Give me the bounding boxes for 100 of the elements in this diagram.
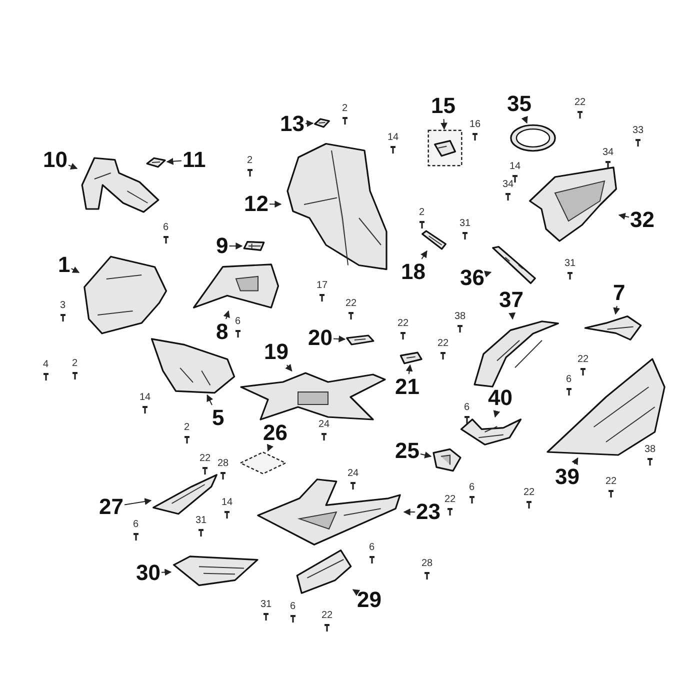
leader-line — [285, 364, 292, 372]
leader-line — [521, 116, 528, 124]
part-number: 2 — [184, 422, 190, 433]
part-number: 4 — [43, 359, 49, 370]
callout-number: 40 — [488, 386, 512, 410]
part-number: 6 — [290, 601, 296, 612]
callout-number: 29 — [357, 588, 382, 612]
leader-line — [420, 452, 432, 458]
part-number: 28 — [422, 558, 433, 569]
part-number: 34 — [602, 147, 614, 158]
rear-cover-drawing — [460, 418, 522, 446]
leader-line — [618, 212, 630, 220]
part-number: 6 — [369, 542, 375, 553]
part-number: 38 — [454, 311, 466, 322]
leader-line — [166, 158, 182, 165]
leader-line — [161, 568, 172, 576]
part-number: 22 — [444, 494, 456, 505]
leader-line — [352, 589, 360, 596]
tail-light-drawing — [432, 448, 462, 472]
trim-piece-drawing — [243, 240, 265, 252]
part-number: 34 — [502, 179, 514, 190]
part-number: 6 — [464, 402, 470, 413]
leader-line — [333, 335, 346, 342]
callout-number: 35 — [507, 92, 532, 116]
front-panel-drawing — [192, 262, 280, 310]
part-number: 6 — [469, 482, 475, 493]
floor-mat-drawing — [238, 372, 388, 422]
leader-line — [124, 498, 152, 506]
callout-number: 39 — [555, 465, 580, 489]
leader-line — [68, 162, 78, 170]
part-number: 16 — [470, 119, 481, 130]
lid-drawing — [240, 452, 286, 474]
part-number: 22 — [322, 610, 333, 621]
part-number: 22 — [606, 476, 617, 487]
leader-line — [406, 364, 413, 374]
callout-number: 9 — [216, 234, 228, 258]
part-number: 33 — [632, 125, 644, 136]
leader-line — [420, 250, 428, 260]
clip-drawing — [314, 118, 330, 128]
part-number: 14 — [388, 132, 399, 143]
callout-number: 12 — [244, 192, 268, 216]
part-number: 6 — [566, 374, 572, 385]
side-cover-drawing — [545, 357, 667, 457]
callout-number: 23 — [416, 500, 440, 524]
part-number: 14 — [510, 161, 521, 172]
plate-drawing — [400, 352, 422, 364]
part-number: 6 — [133, 519, 139, 530]
callout-number: 36 — [460, 266, 484, 290]
callout-number: 18 — [401, 260, 426, 284]
leader-line — [305, 120, 314, 128]
leader-line — [613, 306, 620, 315]
clip-drawing — [146, 157, 166, 168]
part-number: 6 — [163, 222, 169, 233]
callout-number: 13 — [280, 112, 304, 136]
callout-number: 32 — [630, 208, 654, 232]
part-number: 2 — [342, 103, 348, 114]
part-number: 38 — [644, 444, 656, 455]
callout-number: 21 — [395, 375, 420, 399]
callout-number: 30 — [136, 561, 160, 585]
storage-tub-drawing — [528, 165, 618, 245]
part-number: 31 — [564, 258, 576, 269]
part-number: 31 — [196, 515, 207, 526]
part-number: 14 — [222, 497, 233, 508]
part-number: 22 — [200, 453, 211, 464]
leader-line — [267, 444, 274, 452]
leader-line — [206, 394, 214, 406]
part-number: 24 — [348, 468, 359, 479]
part-number: 31 — [260, 599, 272, 610]
seal-ring-drawing — [510, 124, 556, 152]
part-number: 22 — [398, 318, 409, 329]
callout-number: 7 — [613, 281, 626, 305]
part-number: 17 — [316, 280, 328, 291]
leader-line — [403, 508, 416, 516]
part-number: 22 — [346, 298, 357, 309]
part-number: 2 — [72, 358, 78, 369]
callout-number: 37 — [499, 288, 524, 312]
callout-number: 27 — [99, 495, 124, 519]
side-strip-drawing — [152, 474, 218, 516]
grip-drawing — [421, 230, 447, 250]
part-number: 24 — [318, 419, 330, 430]
leader-line — [508, 312, 516, 320]
part-number: 22 — [438, 338, 449, 349]
part-number: 3 — [60, 300, 66, 311]
part-number: 14 — [140, 392, 151, 403]
part-number: 2 — [247, 155, 253, 166]
callout-number: 19 — [264, 340, 288, 364]
part-number: 31 — [460, 218, 471, 229]
callout-number: 1 — [58, 253, 70, 277]
callout-number: 15 — [431, 94, 456, 118]
part-number: 2 — [419, 207, 425, 218]
part-number: 6 — [235, 316, 241, 327]
part-number: 22 — [524, 487, 535, 498]
switch-unit-drawing — [428, 130, 462, 166]
leader-line — [572, 457, 578, 466]
part-number: 22 — [574, 97, 586, 108]
leader-line — [269, 200, 282, 208]
callout-number: 10 — [43, 148, 68, 172]
leader-line — [223, 310, 230, 320]
callout-number: 11 — [182, 148, 206, 172]
leader-line — [440, 118, 448, 130]
